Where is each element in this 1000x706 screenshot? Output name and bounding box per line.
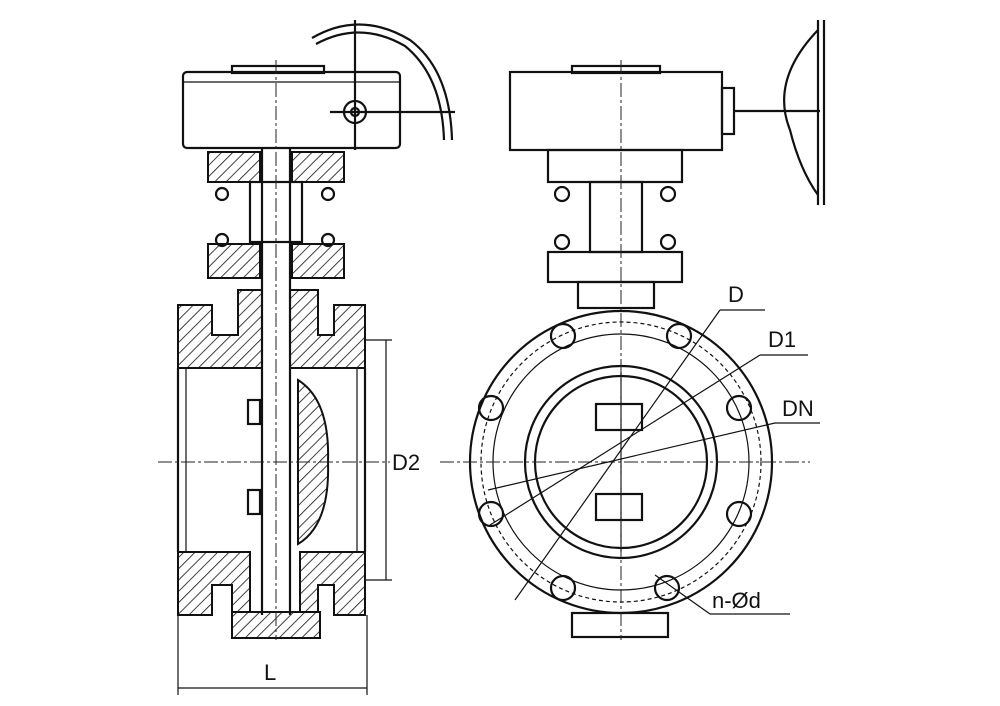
label-bolt-holes: n-Ød	[712, 588, 761, 613]
gearbox-front	[508, 20, 826, 205]
bracket-front	[546, 148, 684, 310]
handwheel-side	[311, 20, 455, 150]
label-dn: DN	[782, 396, 814, 421]
gearbox-side	[181, 64, 402, 150]
front-view: D D1 DN n-Ød	[440, 20, 826, 640]
stem	[260, 60, 292, 640]
bracket-side	[207, 151, 345, 279]
label-l: L	[264, 660, 276, 685]
valve-body-section	[176, 289, 367, 639]
label-d2: D2	[392, 450, 420, 475]
leader-lines	[487, 309, 820, 615]
dimension-l: L	[177, 615, 368, 695]
side-section-view: D2 L	[158, 20, 455, 695]
label-d1: D1	[768, 327, 796, 352]
dimension-d2: D2	[365, 339, 420, 581]
bolt-holes	[477, 322, 753, 602]
label-d: D	[728, 282, 744, 307]
